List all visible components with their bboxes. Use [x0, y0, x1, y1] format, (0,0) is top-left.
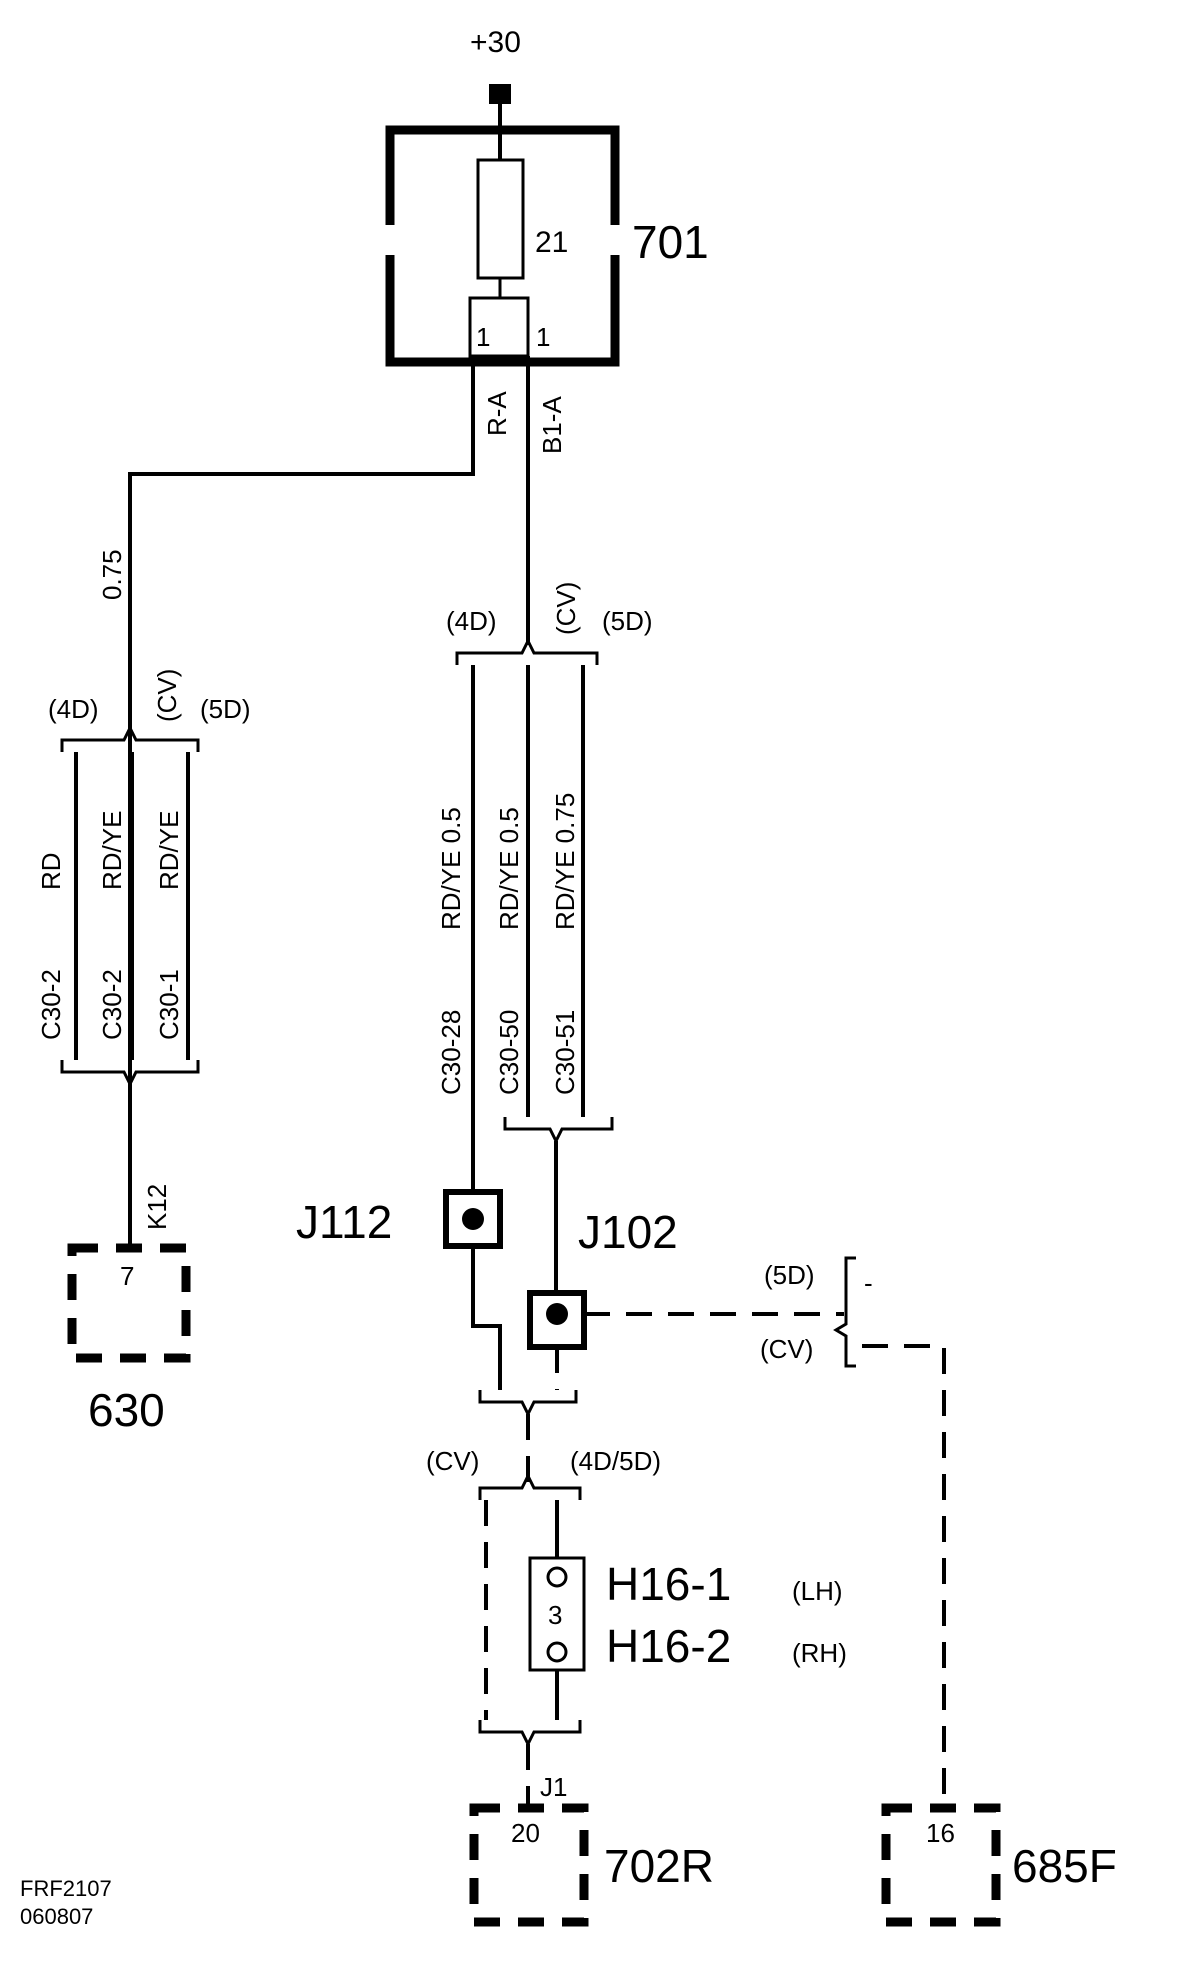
lower-mid-brace: [478, 1472, 582, 1500]
lower-variant-cv: (CV): [426, 1446, 479, 1476]
right-wire-3-code: C30-51: [550, 1010, 580, 1095]
splice-j112-label: J112: [296, 1196, 392, 1248]
lamp-h16-1: H16-1: [606, 1558, 731, 1610]
component-685f-id: 685F: [1012, 1840, 1117, 1892]
right-top-brace: [455, 637, 599, 665]
footer-date: 060807: [20, 1904, 93, 1929]
component-630: [67, 1243, 191, 1363]
wire-b1-a: B1-A: [537, 396, 567, 454]
j102-variant-5d: (5D): [764, 1260, 815, 1290]
fuse-pin-right: 1: [536, 322, 550, 352]
left-code-2: C30-2: [97, 969, 127, 1040]
fusebox-701: 21 701 1 1: [385, 125, 709, 367]
splice-j112: J112: [296, 1189, 503, 1249]
component-685f-pin: 16: [926, 1818, 955, 1848]
fuse-number: 21: [535, 226, 568, 259]
j102-variant-cv: (CV): [760, 1334, 813, 1364]
lamp-h16: 3 H16-1 (LH) H16-2 (RH): [528, 1556, 847, 1672]
fusebox-id: 701: [632, 216, 709, 268]
component-630-pin: 7: [120, 1261, 134, 1291]
wire-r-a: R-A: [482, 391, 512, 436]
right-wire-2-code: C30-50: [494, 1010, 524, 1095]
right-wire-1-label: RD/YE 0.5: [436, 807, 466, 930]
supply-terminal: [489, 84, 511, 104]
component-702r: [469, 1803, 589, 1927]
right-variant-cv: (CV): [551, 582, 581, 635]
lamp-lh: (LH): [792, 1576, 843, 1606]
right-wire-2-label: RD/YE 0.5: [494, 807, 524, 930]
left-color-1: RD: [36, 852, 66, 890]
left-color-2: RD/YE: [97, 811, 127, 890]
right-wire-1-code: C30-28: [436, 1010, 466, 1095]
lower-bottom-brace: [478, 1720, 582, 1748]
left-code-1: C30-2: [36, 969, 66, 1040]
fuse-21: [476, 158, 525, 280]
lamp-rh: (RH): [792, 1638, 847, 1668]
left-wire-id: K12: [142, 1184, 172, 1230]
lower-variant-4d5d: (4D/5D): [570, 1446, 661, 1476]
right-variant-5d: (5D): [602, 606, 653, 636]
j102-dash: -: [864, 1268, 873, 1298]
j102-brace: [833, 1256, 856, 1368]
left-top-brace: [60, 724, 200, 752]
right-wire-3-label: RD/YE 0.75: [550, 793, 580, 930]
component-702r-pin: 20: [511, 1818, 540, 1848]
left-color-3: RD/YE: [154, 811, 184, 890]
splice-j102: J102: [527, 1206, 678, 1350]
supply-label: +30: [470, 26, 521, 59]
left-bottom-brace: [60, 1060, 200, 1088]
bottom-wire-id: J1: [540, 1772, 567, 1802]
left-variant-cv: (CV): [152, 669, 182, 722]
left-gauge: 0.75: [97, 549, 127, 600]
right-variant-4d: (4D): [446, 606, 497, 636]
right-bottom-brace: [503, 1117, 614, 1145]
left-variant-5d: (5D): [200, 694, 251, 724]
fuse-pin-left: 1: [476, 322, 490, 352]
lamp-pin: 3: [548, 1600, 562, 1630]
lamp-h16-2: H16-2: [606, 1620, 731, 1672]
component-630-id: 630: [88, 1384, 165, 1436]
lower-top-brace: [478, 1390, 578, 1418]
left-code-3: C30-1: [154, 969, 184, 1040]
splice-j102-label: J102: [578, 1206, 678, 1258]
left-variant-4d: (4D): [48, 694, 99, 724]
component-685f: [881, 1803, 1001, 1927]
component-702r-id: 702R: [604, 1840, 714, 1892]
footer-code: FRF2107: [20, 1876, 112, 1901]
